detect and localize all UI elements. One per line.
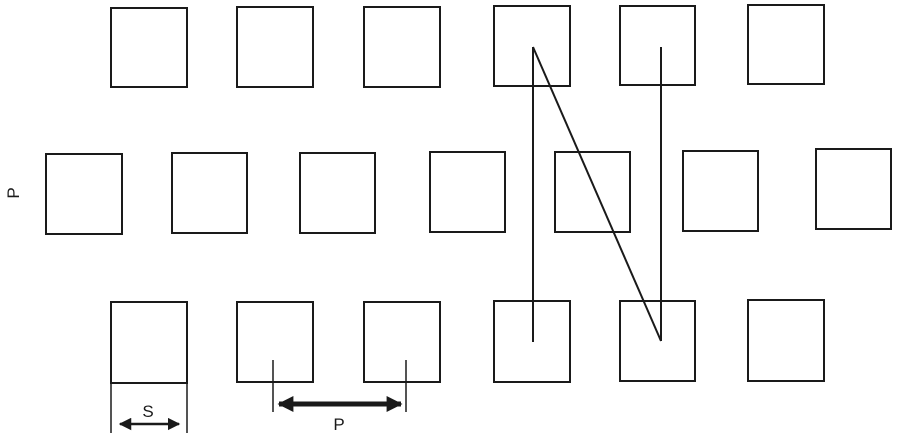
square-r1-c5 bbox=[619, 5, 696, 86]
square-r1-c2 bbox=[236, 6, 314, 88]
square-r2-c4 bbox=[429, 151, 506, 233]
square-r2-c1 bbox=[45, 153, 123, 235]
pitch-label-left: P bbox=[4, 187, 23, 198]
square-r2-c6 bbox=[682, 150, 759, 232]
square-r2-c2 bbox=[171, 152, 248, 234]
square-r1-c6 bbox=[747, 4, 825, 85]
square-r3-c6 bbox=[747, 299, 825, 382]
square-r1-c1 bbox=[110, 7, 188, 88]
pitch-label-bottom: P bbox=[333, 415, 344, 434]
square-r2-c3 bbox=[299, 152, 376, 234]
square-r3-c3 bbox=[363, 301, 441, 383]
square-r3-c2 bbox=[236, 301, 314, 383]
size-label: S bbox=[142, 402, 153, 421]
square-r3-c5 bbox=[619, 300, 696, 382]
connector-line-diagonal bbox=[532, 46, 662, 342]
square-r2-c5 bbox=[554, 151, 631, 233]
square-r3-c1 bbox=[110, 301, 188, 384]
square-r2-c7 bbox=[815, 148, 892, 230]
square-r1-c3 bbox=[363, 6, 441, 88]
